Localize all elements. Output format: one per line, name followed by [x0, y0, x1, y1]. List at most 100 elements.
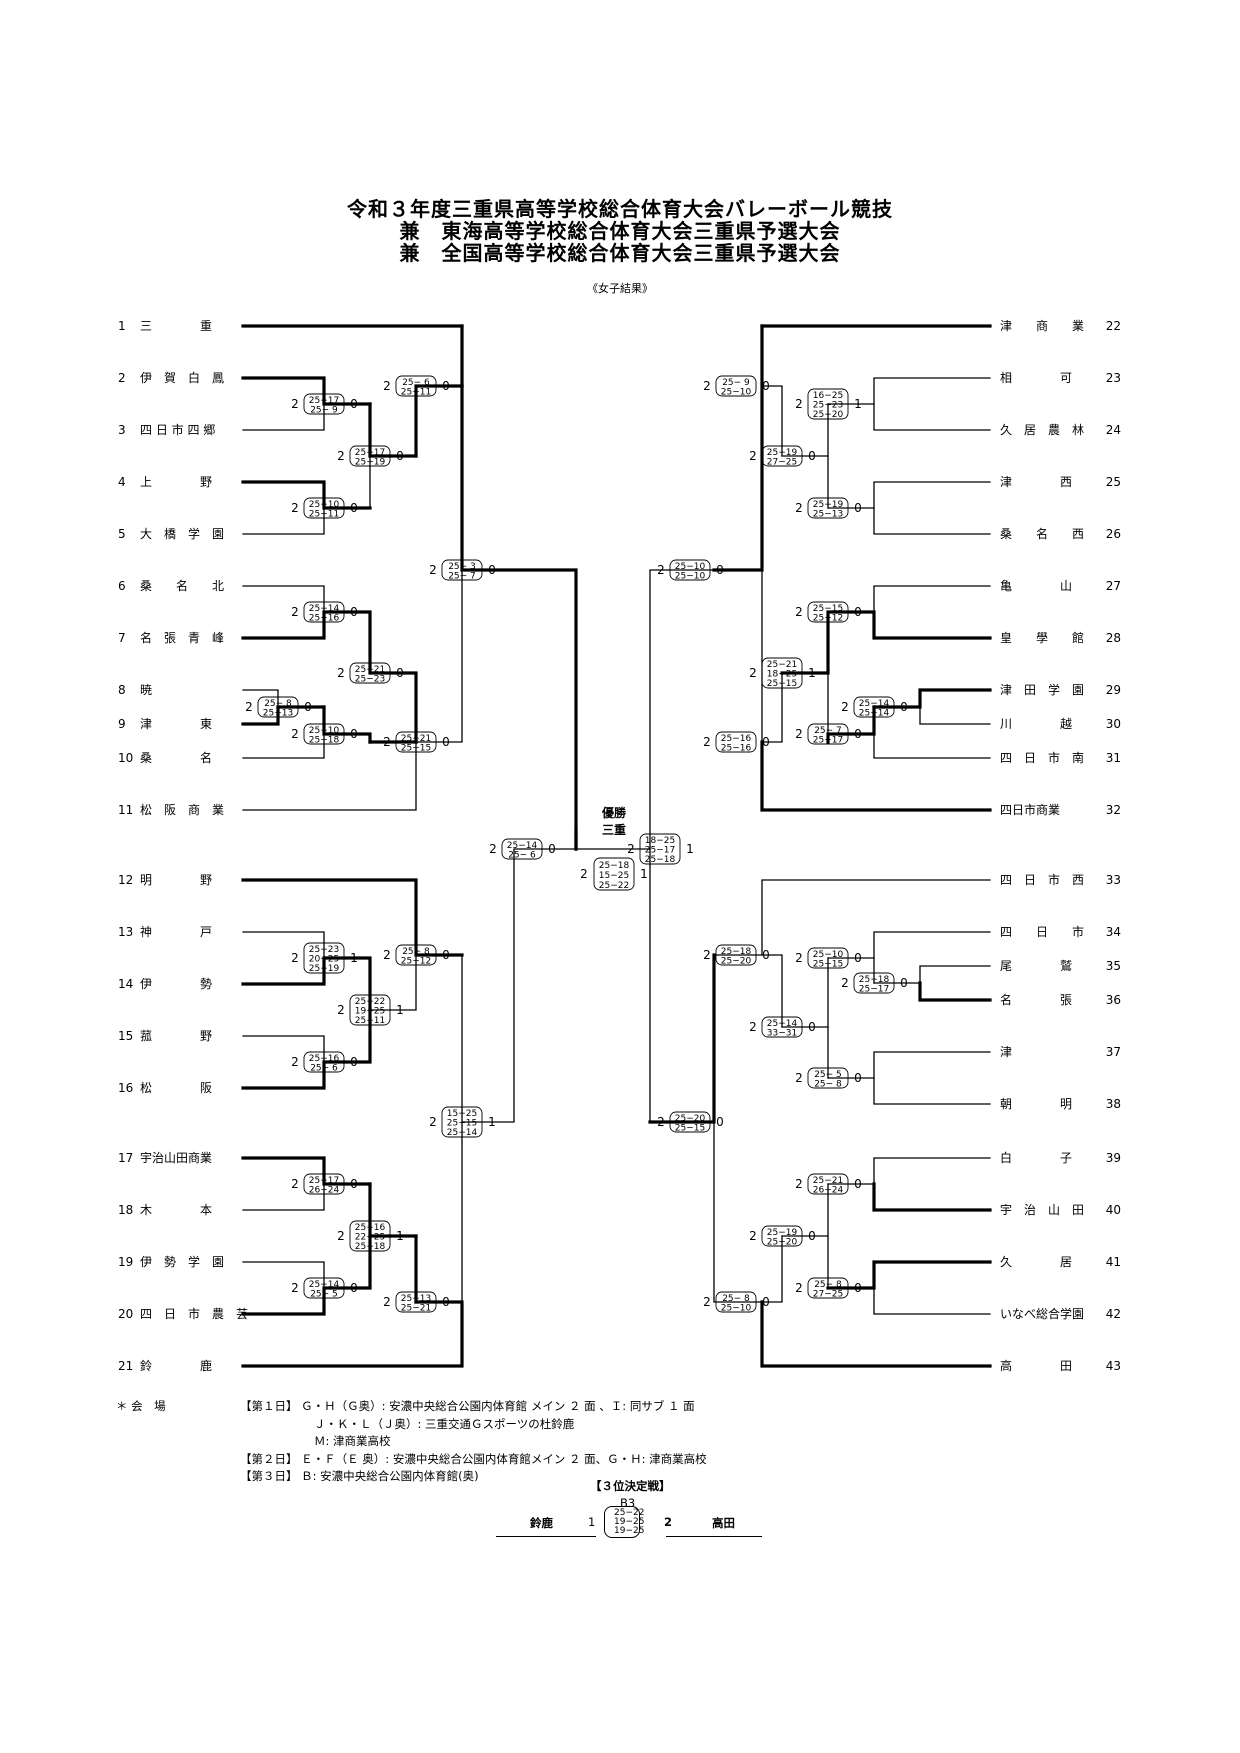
- set-bracket-box: [395, 375, 437, 397]
- winner-sets: 2: [489, 842, 497, 856]
- winner-sets: 2: [383, 735, 391, 749]
- set-bracket-box: [853, 972, 895, 994]
- set-bracket-box: [715, 1291, 757, 1313]
- bracket-line: [241, 376, 372, 406]
- set-score: 25−21: [767, 660, 797, 670]
- set-score: 25−13: [813, 510, 843, 520]
- bracket-line: [242, 931, 325, 959]
- team-number: 34: [1106, 925, 1121, 939]
- set-score: 25− 3: [448, 562, 476, 572]
- set-score: 25−12: [813, 614, 843, 624]
- loser-sets: 0: [442, 948, 450, 962]
- set-score: 25−22: [614, 1508, 645, 1518]
- set-score: 25− 5: [310, 1290, 338, 1300]
- set-score: 25−10: [813, 950, 844, 960]
- set-score: 25−20: [767, 1238, 798, 1248]
- set-bracket-box: [669, 1111, 711, 1133]
- set-bracket-box: [853, 696, 895, 718]
- loser-sets: 0: [442, 379, 450, 393]
- team-name: 桑 名 西: [1000, 526, 1084, 541]
- bracket-line: [242, 741, 417, 811]
- team-number: 6: [118, 579, 126, 593]
- venue-line: Ｊ・Ｋ・Ｌ（Ｊ奥）: 三重交通Ｇスポーツの杜鈴鹿: [314, 1416, 575, 1431]
- loser-sets: 0: [488, 563, 496, 577]
- set-bracket-box: [807, 1277, 849, 1299]
- winner-sets: 2: [795, 397, 803, 411]
- set-score: 25−14: [507, 841, 538, 851]
- team-name: 朝 明: [1000, 1097, 1072, 1111]
- loser-sets: 0: [716, 1115, 724, 1129]
- loser-sets: 0: [716, 563, 724, 577]
- loser-sets: 0: [350, 1281, 358, 1295]
- set-bracket-box: [303, 497, 345, 519]
- set-bracket-box: [441, 559, 483, 581]
- set-score: 25−20: [813, 410, 844, 420]
- team-number: 23: [1106, 371, 1121, 385]
- loser-sets: 0: [808, 449, 816, 463]
- loser-sets: 0: [396, 449, 404, 463]
- set-score: 25−17: [309, 396, 339, 406]
- set-score: 25− 8: [264, 699, 292, 709]
- bracket-line: [827, 377, 991, 405]
- set-score: 25− 9: [310, 406, 338, 416]
- winner-sets: 2: [749, 449, 757, 463]
- team-number: 27: [1106, 579, 1121, 593]
- set-score: 25−23: [355, 675, 385, 685]
- winner-sets: 2: [627, 842, 635, 856]
- winner-sets: 2: [703, 948, 711, 962]
- third-place-team-a: 鈴鹿: [530, 1516, 553, 1530]
- team-name: 三 重: [140, 319, 212, 333]
- loser-sets: 0: [304, 700, 312, 714]
- set-bracket-box: [395, 731, 437, 753]
- winner-sets: 2: [291, 501, 299, 515]
- set-bracket-box: [639, 833, 681, 865]
- loser-sets: 0: [854, 951, 862, 965]
- bracket-line: [780, 610, 992, 675]
- team-name: 上 野: [140, 475, 212, 489]
- set-score: 16−25: [813, 391, 843, 401]
- winner-sets: 2: [383, 948, 391, 962]
- third-place-team-b: 高田: [712, 1516, 735, 1530]
- team-name: 神 戸: [140, 925, 212, 939]
- loser-sets: 0: [548, 842, 556, 856]
- set-score: 25−15: [813, 604, 843, 614]
- set-bracket-box: [807, 1067, 849, 1089]
- bracket-line: [322, 705, 372, 744]
- venue-line: Ｍ: 津商業高校: [314, 1434, 391, 1448]
- winner-sets: 2: [795, 727, 803, 741]
- set-bracket-box: [303, 942, 345, 974]
- set-score: 25−10: [675, 562, 706, 572]
- team-number: 16: [118, 1081, 133, 1095]
- bracket-line: [242, 585, 325, 613]
- bracket-line: [827, 481, 991, 509]
- set-score: 25−19: [767, 1228, 798, 1238]
- third-place-score-a: 1: [588, 1515, 596, 1529]
- bracket-line: [575, 848, 651, 1123]
- team-number: 25: [1106, 475, 1121, 489]
- bracket-line: [415, 569, 515, 743]
- set-score: 25− 9: [722, 378, 750, 388]
- set-score: 25− 6: [508, 851, 536, 861]
- bracket-line: [873, 1077, 991, 1105]
- team-number: 13: [118, 925, 133, 939]
- bracket-line: [241, 1234, 372, 1316]
- winner-sets: 2: [383, 379, 391, 393]
- team-number: 41: [1106, 1255, 1121, 1269]
- team-number: 37: [1106, 1045, 1121, 1059]
- set-score: 25−19: [767, 448, 798, 458]
- team-name: 名 張 青 峰: [140, 630, 224, 645]
- page-subtitle: 《女子結果》: [587, 282, 653, 295]
- set-score: 25−18: [859, 975, 890, 985]
- bracket-line: [827, 1157, 991, 1185]
